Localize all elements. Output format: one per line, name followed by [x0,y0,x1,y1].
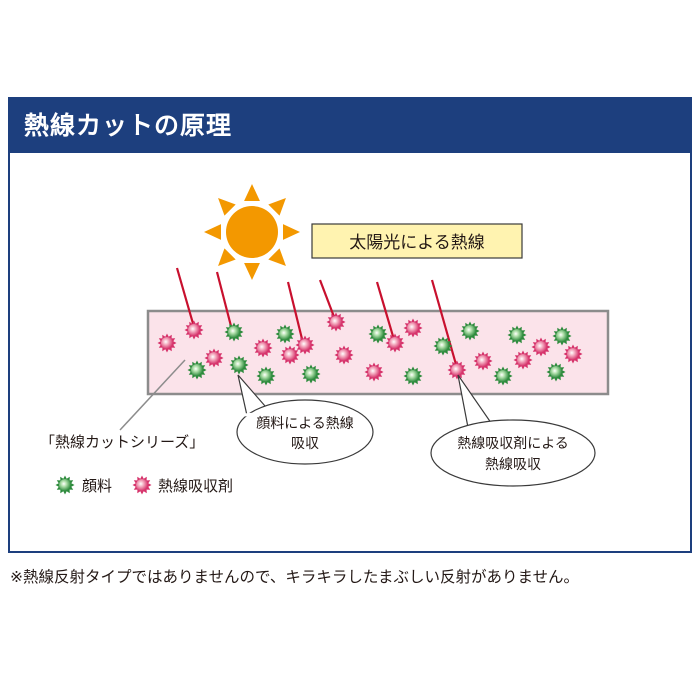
absorber-particle [531,337,551,357]
sun-ray [244,263,260,280]
absorber-callout: 熱線吸収剤による 熱線吸収 [430,374,596,487]
pigment-particle [275,324,295,344]
heat-ray [318,279,338,323]
film-label: 「熱線カットシリーズ」 [40,433,204,451]
pigment-particle [460,321,480,341]
absorber-particle [403,318,423,338]
pigment-particle [546,362,566,382]
pigment-particle [433,336,453,356]
legend-absorber-label: 熱線吸収剤 [158,477,233,495]
absorber-particle [447,360,467,380]
absorber-particle [253,338,273,358]
legend: 顔料 熱線吸収剤 [55,475,233,495]
heat-ray [375,281,397,344]
absorber-callout-line1: 熱線吸収剤による [457,436,569,452]
absorber-particle [280,345,300,365]
film-leader-line [119,359,186,431]
sun-ray [283,224,300,240]
heat-ray [175,267,196,328]
absorber-callout-line2: 熱線吸収 [485,457,541,473]
heat-rays [175,267,459,369]
absorber-particle [364,362,384,382]
heat-ray [215,271,234,331]
absorber-particle [334,345,354,365]
absorber-particle [295,335,315,355]
pigment-particle [55,475,75,495]
absorber-particle [563,344,583,364]
sun-ray [218,248,236,266]
absorber-particle [184,320,204,340]
page-title: 熱線カットの原理 [10,99,690,153]
pigment-particle [224,322,244,342]
absorber-particle [157,333,177,353]
pigment-particle [368,324,388,344]
pigment-callout-line1: 顔料による熱線 [256,416,354,432]
sun-ray [204,224,221,240]
pigment-particle [229,355,249,375]
absorber-particle [473,351,493,371]
absorber-particle [204,348,224,368]
pigment-particle [301,364,321,384]
heat-ray [286,281,305,344]
pigment-particle [493,366,513,386]
sun-icon [204,184,300,280]
footnote: ※熱線反射タイプではありませんので、キラキラしたまぶしい反射がありません。 [10,568,579,586]
absorber-particle [132,475,152,495]
pigment-callout-line2: 吸収 [291,436,319,452]
sun-ray [244,184,260,201]
pigment-particle [187,360,207,380]
absorber-particle [326,312,346,332]
pigment-particle [507,325,527,345]
heat-ray [430,279,459,369]
pigment-particle [403,366,423,386]
sun-ray [268,248,286,266]
sun-ray [268,198,286,216]
sun-ray [218,198,236,216]
pigment-particle [552,326,572,346]
particles [157,312,583,386]
legend-pigment-label: 顔料 [82,477,112,495]
pigment-callout: 顔料による熱線 吸収 [236,374,374,465]
absorber-particle [385,333,405,353]
sun-label-box: 太陽光による熱線 [311,223,523,259]
absorber-particle [513,350,533,370]
pigment-particle [256,366,276,386]
sun-label: 太陽光による熱線 [349,233,485,253]
